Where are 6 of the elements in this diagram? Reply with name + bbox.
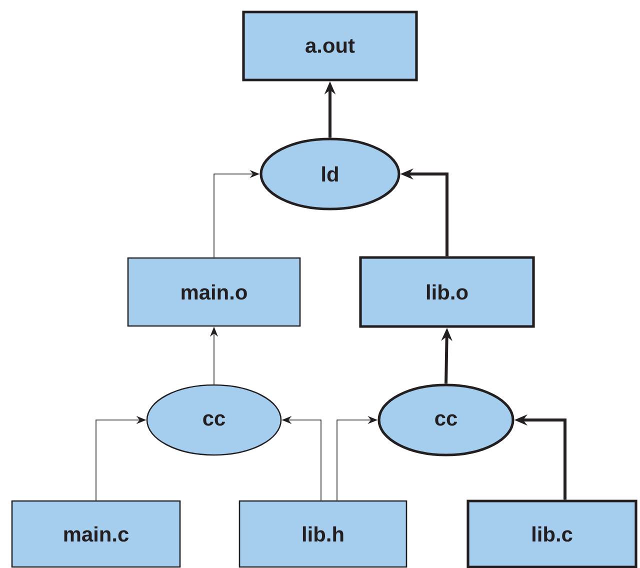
file-box: a.out (242, 10, 418, 82)
file-box: lib.o (359, 256, 535, 328)
file-box: main.c (11, 500, 181, 568)
file-box: lib.h (238, 500, 408, 568)
file-box: lib.c (466, 500, 638, 568)
file-box: main.o (127, 257, 301, 327)
